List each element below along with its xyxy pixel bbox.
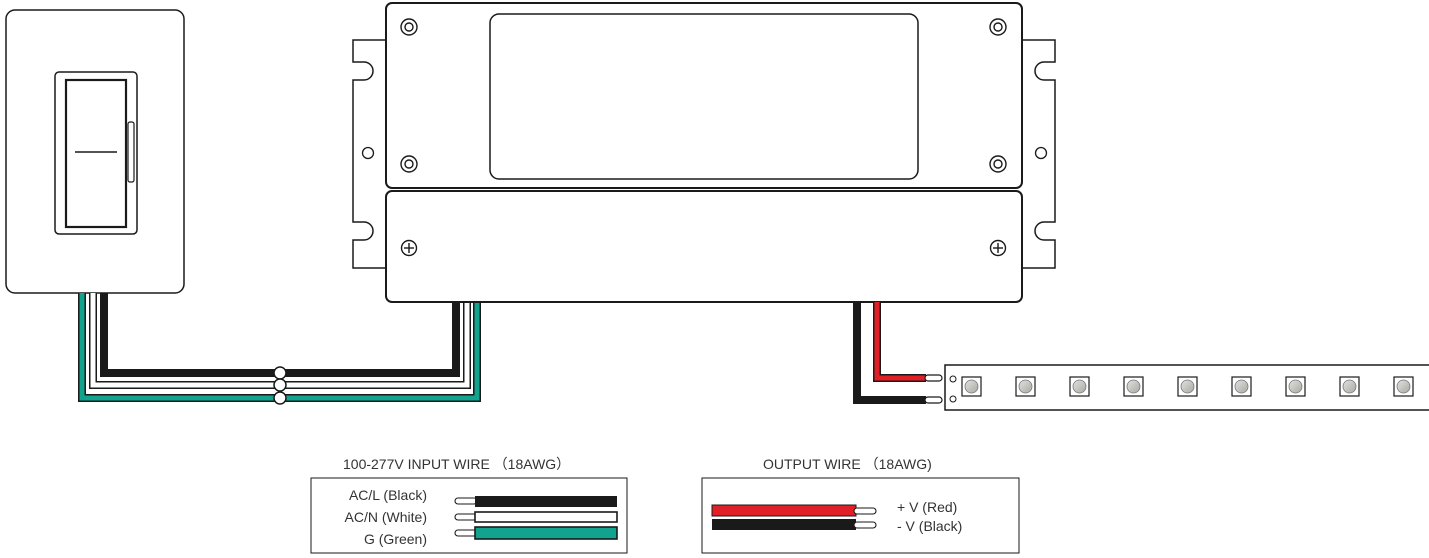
input-legend-label-ground: G (Green) <box>364 531 427 547</box>
input-legend-swatch-black <box>454 496 617 507</box>
input-legend-label-line: AC/L (Black) <box>349 487 427 503</box>
wire-junction <box>273 366 287 380</box>
output-legend-swatch-black <box>712 519 877 530</box>
led-chip <box>1015 376 1036 397</box>
led-chip <box>1285 376 1306 397</box>
led-chip <box>1393 376 1414 397</box>
dimmer-switch <box>5 9 185 294</box>
output-legend-swatch-red <box>711 504 877 517</box>
output-legend-label-positive: + V (Red) <box>897 499 957 515</box>
led-chip <box>1339 376 1360 397</box>
wire-junction <box>273 378 287 392</box>
led-chip <box>1231 376 1252 397</box>
screw-icon <box>989 155 1007 173</box>
screw-icon <box>989 18 1007 36</box>
black-line-wire <box>100 293 460 377</box>
black-negative-wire <box>853 302 926 404</box>
led-driver <box>352 2 1056 303</box>
phillips-screw-icon <box>400 239 418 257</box>
led-chip <box>1123 376 1144 397</box>
input-legend-swatch-green <box>454 526 618 540</box>
output-legend-title: OUTPUT WIRE （18AWG) <box>763 456 932 472</box>
led-chip <box>1177 376 1198 397</box>
input-legend-swatch-white <box>454 511 618 523</box>
red-positive-wire <box>873 302 926 382</box>
input-legend-label-neutral: AC/N (White) <box>345 509 427 525</box>
led-chip <box>961 376 982 397</box>
driver-label-panel <box>489 13 919 180</box>
screw-icon <box>400 18 418 36</box>
input-wire-harness <box>78 293 481 405</box>
led-strip <box>944 364 1429 411</box>
phillips-screw-icon <box>989 239 1007 257</box>
input-legend-title: 100-277V INPUT WIRE （18AWG） <box>343 456 570 472</box>
output-wire-legend: OUTPUT WIRE （18AWG) + V (Red) - V (Black… <box>701 456 1020 554</box>
screw-icon <box>400 155 418 173</box>
output-wire-harness <box>853 302 943 404</box>
output-legend-label-negative: - V (Black) <box>897 518 962 534</box>
input-wire-legend: 100-277V INPUT WIRE （18AWG） AC/L (Black)… <box>310 456 628 554</box>
wire-junction <box>273 391 287 405</box>
led-chip <box>1069 376 1090 397</box>
